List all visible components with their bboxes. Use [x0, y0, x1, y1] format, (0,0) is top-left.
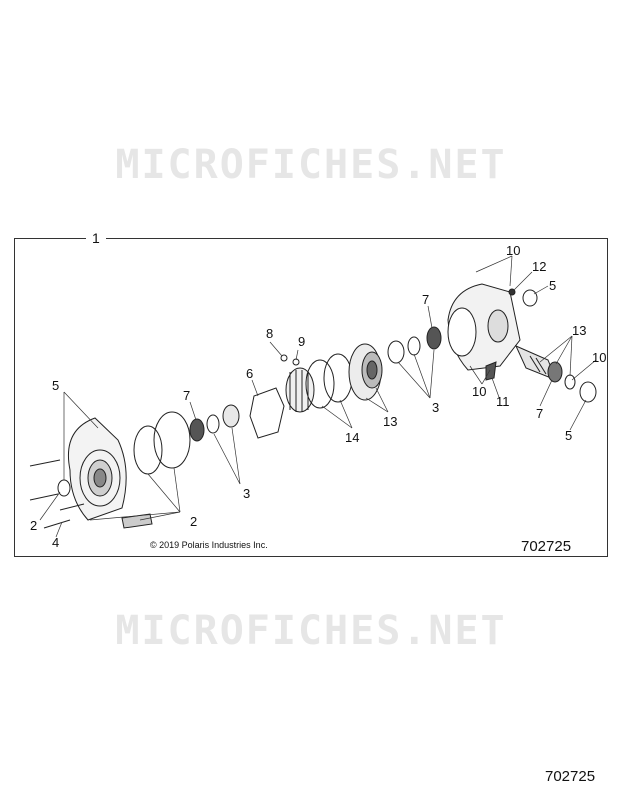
callout-9: 9: [298, 334, 305, 349]
bolts-left: [29, 459, 85, 529]
figure-number-inner: 702725: [521, 538, 572, 555]
plate-14-b: [323, 353, 353, 403]
seal-left: [57, 479, 71, 497]
callout-4: 4: [52, 535, 59, 550]
drum-13: [348, 343, 383, 401]
callout-13-right: 13: [572, 323, 586, 338]
plug-12: [508, 288, 516, 296]
seal-7-left: [189, 418, 205, 442]
watermark-bottom: MICROFICHES.NET: [115, 608, 507, 654]
callout-7-left: 7: [183, 388, 190, 403]
callout-10-top: 10: [506, 243, 520, 258]
callout-10-right: 10: [592, 350, 606, 365]
callout-13-mid: 13: [383, 414, 397, 429]
bearing-3-c: [387, 340, 405, 364]
leader-lines: [39, 255, 597, 538]
callout-3-mid: 3: [432, 400, 439, 415]
seal-10-right: [564, 374, 576, 390]
diagram-frame: [14, 238, 608, 557]
callout-7-right: 7: [536, 406, 543, 421]
copyright-notice: © 2019 Polaris Industries Inc.: [150, 540, 268, 550]
callout-14: 14: [345, 430, 359, 445]
callout-10-bottom: 10: [472, 384, 486, 399]
ring-large-2: [153, 411, 191, 469]
callout-5-right: 5: [565, 428, 572, 443]
bearing-3-d: [407, 336, 421, 356]
frame-label: 1: [86, 230, 106, 246]
seal-5-top: [522, 289, 538, 307]
seal-5-right: [579, 381, 597, 403]
ring-large-1: [133, 425, 163, 475]
callout-8: 8: [266, 326, 273, 341]
bearing-7-right: [547, 361, 563, 383]
bearing-3-a: [206, 414, 220, 434]
pin-8: [280, 354, 288, 362]
watermark-top: MICROFICHES.NET: [115, 142, 507, 188]
plate-6: [249, 387, 285, 439]
seal-7-mid: [426, 326, 442, 350]
breather-11: [485, 361, 497, 381]
callout-11: 11: [496, 394, 510, 409]
callout-3-left: 3: [243, 486, 250, 501]
bearing-3-b: [222, 404, 240, 428]
callout-5-left: 5: [52, 378, 59, 393]
callout-2-bottom: 2: [190, 514, 197, 529]
main-housing: [447, 283, 521, 371]
left-housing-cover: [67, 417, 127, 521]
callout-2-left: 2: [30, 518, 37, 533]
figure-number-outer: 702725: [545, 768, 596, 785]
roller-clutch: [285, 367, 315, 413]
callout-5-top: 5: [549, 278, 556, 293]
callout-labels: 5 7 2 4 2 3 6 8 9 14 13 3 7 10 12 5 13 1…: [30, 243, 606, 550]
callout-6: 6: [246, 366, 253, 381]
plate-14-a: [305, 359, 335, 409]
callout-12: 12: [532, 259, 546, 274]
callout-7-mid: 7: [422, 292, 429, 307]
